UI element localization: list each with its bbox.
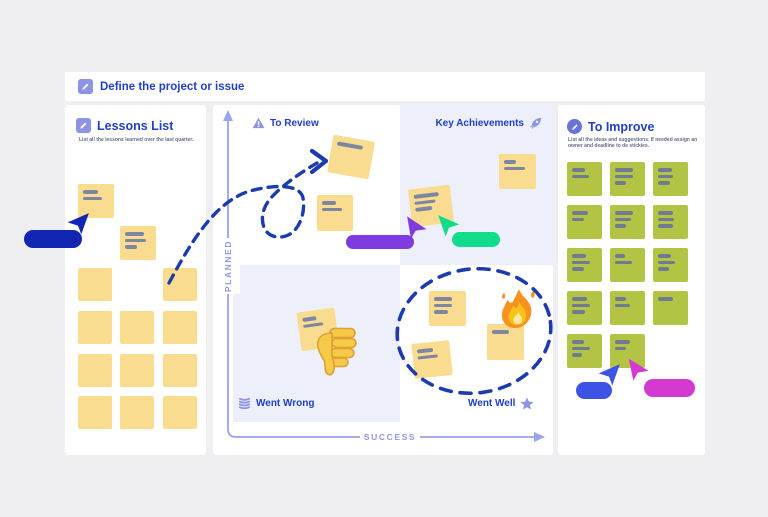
lessons-list-header: Lessons List	[76, 118, 173, 133]
star-icon	[521, 397, 534, 410]
lessons-list-title: Lessons List	[97, 118, 174, 133]
define-project-header[interactable]: Define the project or issue	[65, 72, 705, 101]
to-improve-title: To Improve	[588, 119, 655, 134]
y-axis-label: PLANNED	[216, 238, 240, 294]
lessons-list-panel[interactable]	[65, 105, 206, 455]
pencil-icon	[76, 118, 91, 133]
rocket-icon	[529, 117, 542, 130]
key-achievements-label: Key Achievements	[420, 117, 542, 130]
pencil-circle-icon	[567, 119, 582, 134]
went-wrong-label: Went Wrong	[238, 397, 315, 409]
to-improve-panel[interactable]	[558, 105, 705, 455]
coil-stack-icon	[238, 397, 251, 409]
pencil-icon	[78, 79, 93, 94]
warning-triangle-icon	[252, 117, 265, 129]
thumbs-down-icon[interactable]	[311, 327, 357, 377]
x-axis-label: SUCCESS	[360, 430, 420, 444]
header-title: Define the project or issue	[100, 80, 245, 93]
to-review-label: To Review	[252, 117, 319, 129]
fire-icon[interactable]	[498, 287, 540, 333]
lessons-list-subtitle: List all the lessons learned over the la…	[79, 137, 194, 143]
went-well-label: Went Well	[468, 397, 534, 410]
to-improve-header: To Improve	[567, 119, 654, 134]
to-improve-subtitle: List all the ideas and suggestions. If n…	[568, 137, 698, 149]
